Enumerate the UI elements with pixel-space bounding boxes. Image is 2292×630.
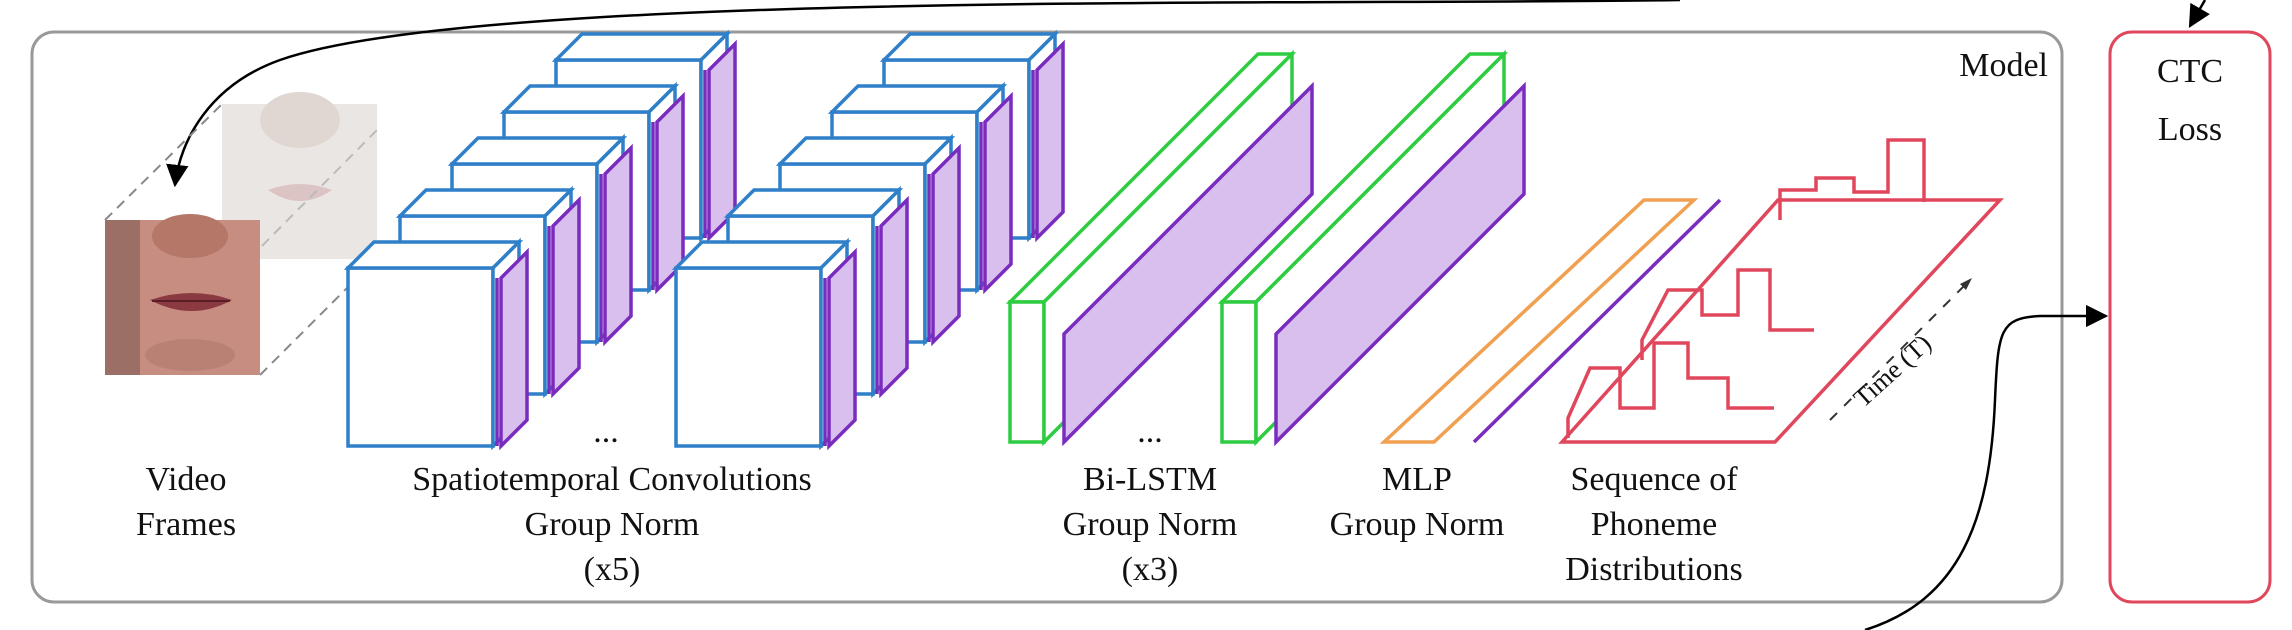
ctc-loss-box bbox=[2108, 30, 2272, 604]
ctc-loss-label-line2: Loss bbox=[2158, 111, 2222, 148]
bi-lstm-stack bbox=[1005, 49, 1526, 447]
group-norm-slab bbox=[1472, 198, 1722, 444]
lstm-ellipsis: ... bbox=[1137, 413, 1163, 450]
group-norm-slab bbox=[599, 143, 633, 347]
mlp-label-line1: MLP bbox=[1382, 461, 1452, 498]
mlp-stack bbox=[1379, 198, 1722, 444]
mlp-label-line2: Group Norm bbox=[1330, 506, 1505, 543]
time-axis-arrowhead bbox=[1960, 278, 1972, 290]
lstm-label-line3: (x3) bbox=[1122, 551, 1179, 588]
group-norm-slab bbox=[927, 143, 961, 347]
conv-block bbox=[343, 237, 524, 451]
group-norm-slab bbox=[1031, 39, 1065, 243]
group-norm-slab bbox=[823, 247, 857, 451]
conv-label-line3: (x5) bbox=[584, 551, 641, 588]
group-norm-slab bbox=[1062, 81, 1314, 447]
phoneme-distribution-histogram bbox=[1640, 268, 1814, 360]
time-axis-label: Time (T) bbox=[1848, 329, 1937, 413]
video-frame-front bbox=[105, 214, 260, 375]
video-frames bbox=[104, 92, 378, 376]
group-norm-slab bbox=[979, 91, 1013, 295]
distribution-base bbox=[1558, 198, 2005, 444]
group-norm-slab bbox=[547, 195, 581, 399]
video-label-line1: Video bbox=[145, 461, 226, 498]
conv-label-line2: Group Norm bbox=[525, 506, 700, 543]
seq-label-line2: Phoneme bbox=[1591, 506, 1718, 543]
group-norm-slab bbox=[1274, 81, 1526, 447]
mlp-layer bbox=[1379, 198, 1699, 444]
conv-ellipsis: ... bbox=[593, 413, 619, 450]
group-norm-slab bbox=[495, 247, 529, 451]
conv-stack-2 bbox=[671, 29, 1065, 451]
lstm-label-line1: Bi-LSTM bbox=[1083, 461, 1217, 498]
ctc-loss-label-line1: CTC bbox=[2157, 53, 2223, 90]
video-label-line2: Frames bbox=[136, 506, 236, 543]
lstm-label-line2: Group Norm bbox=[1063, 506, 1238, 543]
ctc-top-arrow bbox=[2188, 0, 2210, 28]
phoneme-distribution-histogram bbox=[1566, 341, 1774, 438]
phoneme-distributions bbox=[1558, 138, 2005, 444]
feedback-arrow bbox=[166, 0, 1681, 188]
time-axis bbox=[1829, 281, 1969, 421]
seq-label-line3: Distributions bbox=[1565, 551, 1743, 588]
phoneme-distribution-histogram bbox=[1778, 138, 1926, 220]
seq-label-line1: Sequence of bbox=[1570, 461, 1738, 498]
conv-label-line1: Spatiotemporal Convolutions bbox=[412, 461, 811, 498]
group-norm-slab bbox=[875, 195, 909, 399]
model-label: Model bbox=[1959, 47, 2048, 84]
conv-block bbox=[671, 237, 852, 451]
group-norm-slab bbox=[651, 91, 685, 295]
conv-stack-1 bbox=[343, 29, 737, 451]
group-norm-slab bbox=[703, 39, 737, 243]
output-to-ctc-arrow bbox=[1864, 304, 2109, 630]
